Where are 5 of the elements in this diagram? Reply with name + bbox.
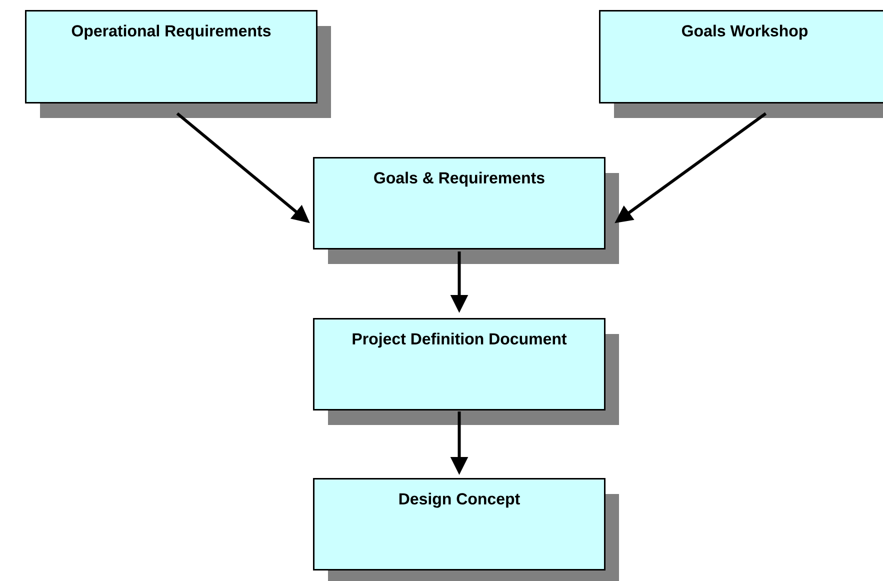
process-box: Project Definition Document: [313, 318, 619, 425]
process-box: Goals & Requirements: [313, 157, 619, 264]
process-box: Operational Requirements: [25, 10, 331, 118]
process-box: Goals Workshop: [599, 10, 883, 118]
process-box: Design Concept: [313, 478, 619, 581]
